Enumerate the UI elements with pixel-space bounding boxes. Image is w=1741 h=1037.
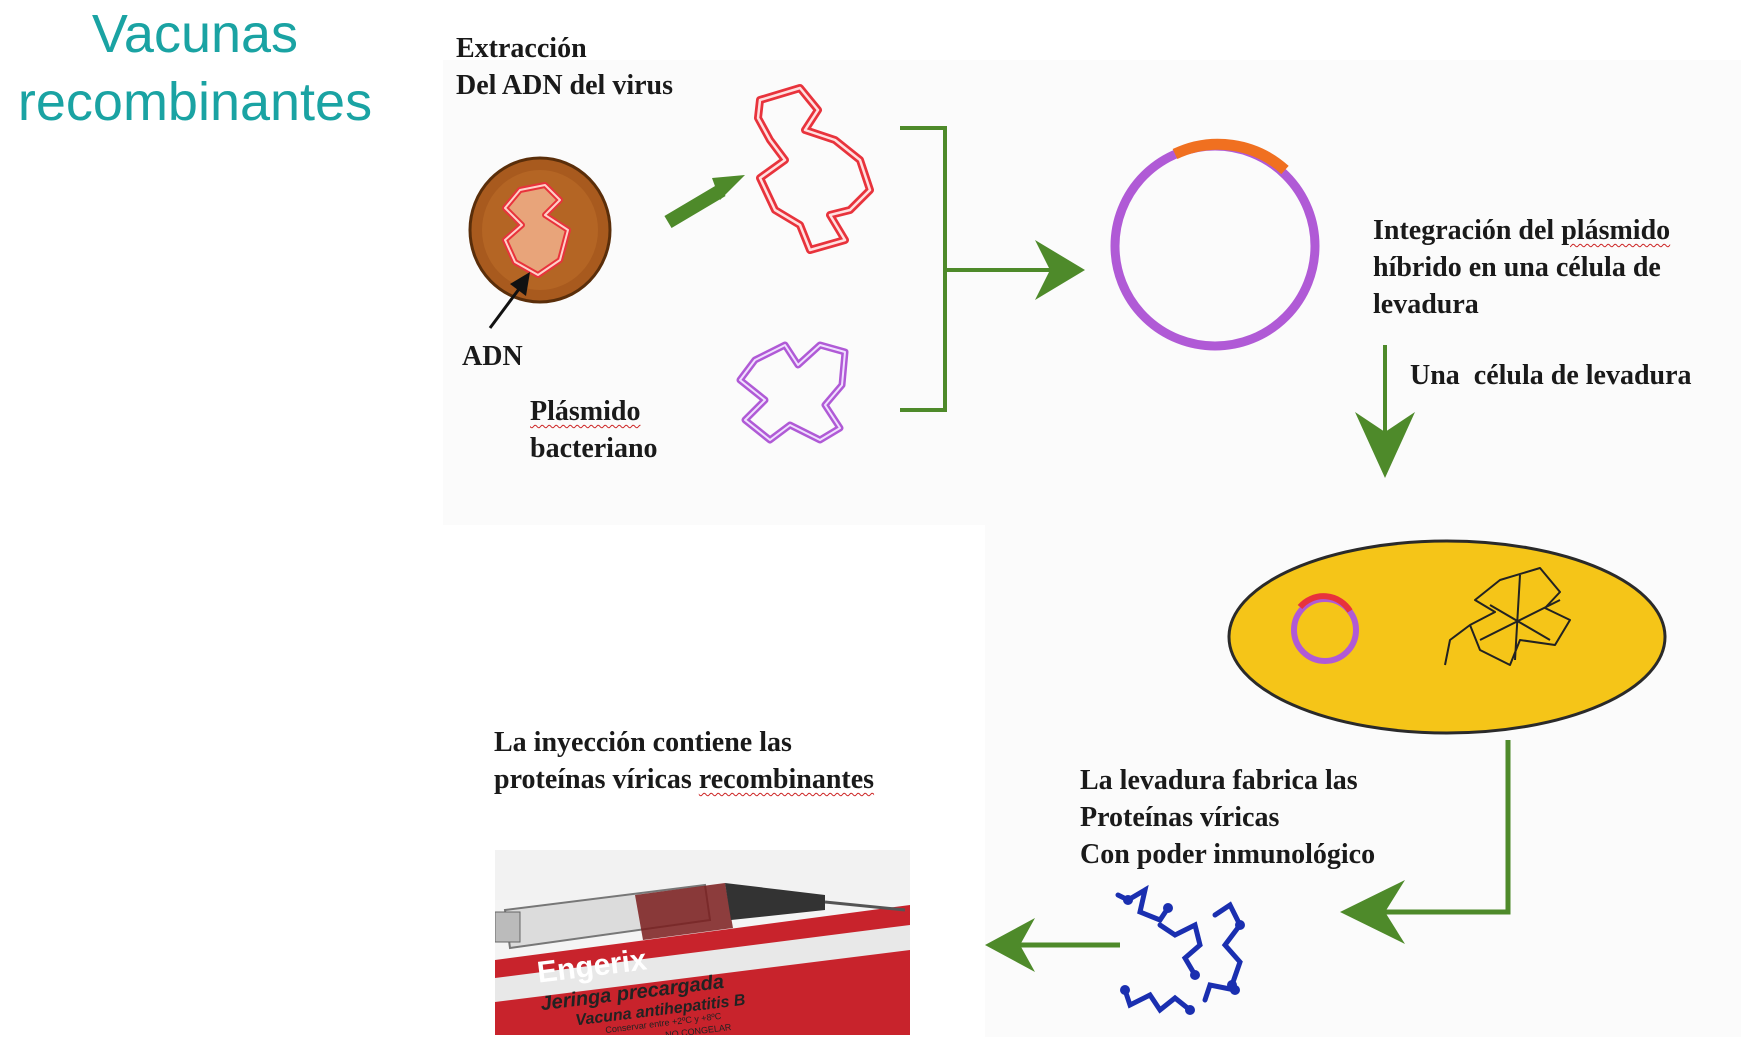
integration-label-line3: levadura (1373, 289, 1479, 320)
return-arrow-head (1340, 880, 1405, 944)
extraction-arrow (664, 175, 745, 229)
adn-label: ADN (462, 341, 523, 372)
bacterial-plasmid-icon (736, 341, 849, 444)
syringe-left-arrow (985, 918, 1120, 972)
yeast-produces-label: La levadura fabrica las Proteínas vírica… (1080, 762, 1375, 873)
plasmid-label: Plásmido bacteriano (530, 393, 658, 467)
integration-label-line1-row: Integración del plásmido (1373, 212, 1670, 249)
yeast-down-arrow (1355, 345, 1415, 478)
injection-label-line1: La inyección contiene las (494, 727, 792, 758)
injection-label-line2b: recombinantes (698, 764, 875, 795)
hybrid-plasmid-icon (1110, 138, 1320, 351)
extraction-label-line2: Del ADN del virus (456, 70, 673, 101)
vaccine-package-image: Engerix Jeringa precargada Vacuna antihe… (495, 850, 910, 1035)
injection-label-line2-row: proteínas víricas recombinantes (494, 761, 874, 798)
adn-pointer-arrow (488, 272, 530, 329)
extraction-label: Extracción Del ADN del virus (456, 30, 673, 104)
merge-arrow-head (1035, 240, 1085, 300)
injection-label: La inyección contiene las proteínas víri… (494, 724, 874, 798)
slide-title-line2: recombinantes (17, 72, 373, 132)
yeast-cell-label: Una célula de levadura (1410, 360, 1692, 391)
viral-proteins-dots (1120, 895, 1245, 1015)
integration-label-line1: Integración del (1373, 215, 1555, 246)
syringe-icon (495, 850, 910, 1035)
yeast-produces-line2: Proteínas víricas (1080, 802, 1280, 833)
extraction-label-line1: Extracción (456, 33, 587, 64)
return-arrow (1385, 740, 1511, 915)
merge-bracket (900, 126, 1050, 412)
plasmid-label-line2: bacteriano (530, 433, 658, 464)
yeast-produces-line3: Con poder inmunológico (1080, 839, 1376, 870)
injection-label-line2a: proteínas víricas (494, 764, 692, 795)
top-image-panel (443, 60, 1741, 525)
yeast-produces-line1: La levadura fabrica las (1080, 765, 1358, 796)
virus-nucleus-icon (468, 156, 612, 304)
yeast-cell-icon (1227, 539, 1667, 735)
viral-proteins-icon (1115, 884, 1243, 1014)
plasmid-label-line1: Plásmido (530, 396, 641, 427)
integration-label-line2: híbrido en una célula de (1373, 252, 1661, 283)
integration-label: Integración del plásmido híbrido en una … (1373, 212, 1670, 323)
integration-label-word2: plásmido (1561, 215, 1671, 246)
slide-title: Vacunas recombinantes (0, 0, 390, 136)
slide-title-line1: Vacunas (91, 4, 299, 64)
viral-dna-icon (754, 84, 874, 254)
